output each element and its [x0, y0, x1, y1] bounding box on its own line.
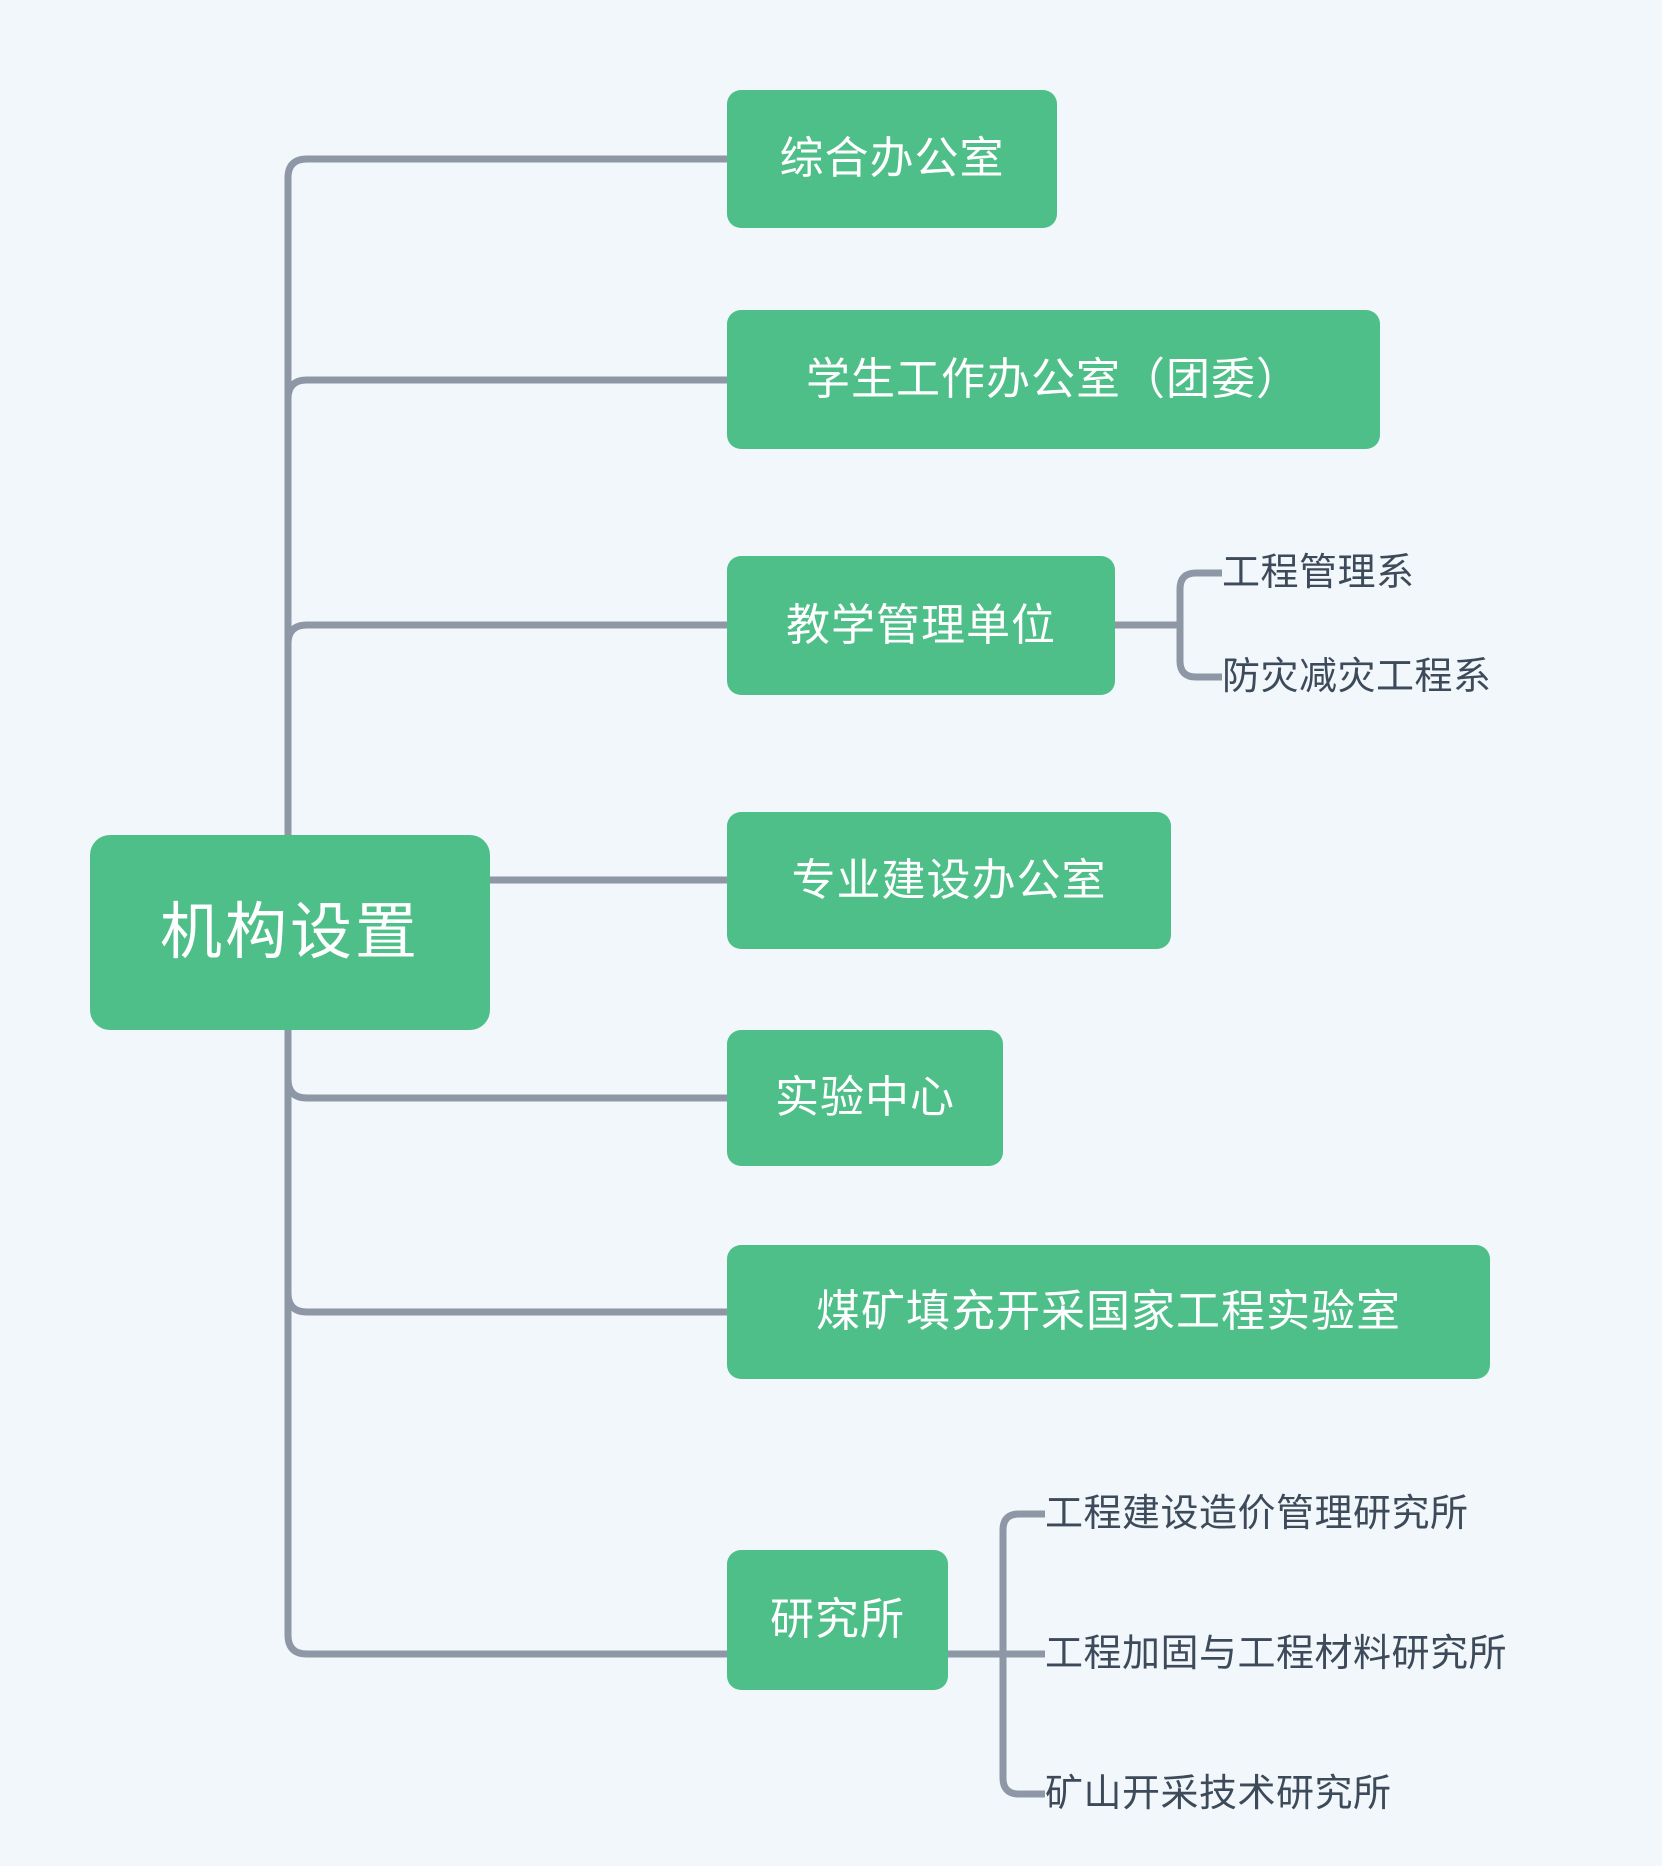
trunk-to-branch-2 [284, 376, 727, 400]
branch-node-jiaoxue-guanli-danwei[interactable]: 教学管理单位 [727, 556, 1115, 695]
trunk-to-branch-5 [284, 1078, 727, 1102]
leaf-node-label: 工程建设造价管理研究所 [1045, 1493, 1469, 1535]
branch-node-shiyan-zhongxin[interactable]: 实验中心 [727, 1030, 1003, 1166]
trunk-to-branch-6 [284, 1292, 727, 1316]
leaf-node-fangzai-jianzai-gongcheng-xi[interactable]: 防灾减灾工程系 [1222, 658, 1492, 696]
branch-node-label: 教学管理单位 [786, 600, 1056, 650]
trunk-to-branch-3 [284, 621, 727, 645]
root-node[interactable]: 机构设置 [90, 835, 490, 1030]
leaf-node-label: 矿山开采技术研究所 [1045, 1773, 1392, 1815]
leaf-node-label: 工程加固与工程材料研究所 [1045, 1633, 1508, 1675]
branch-node-label: 学生工作办公室（团委） [806, 354, 1301, 404]
branch-3-sub-1 [1176, 569, 1222, 590]
trunk-to-branch-7 [284, 1634, 727, 1658]
branch-node-zonghe-bangongshi[interactable]: 综合办公室 [727, 90, 1057, 228]
branch-node-label: 综合办公室 [779, 134, 1005, 183]
leaf-node-gongcheng-jianshe-zaojia-guanli-yanjiusuo[interactable]: 工程建设造价管理研究所 [1045, 1495, 1469, 1533]
branch-node-yanjiusuo[interactable]: 研究所 [727, 1550, 948, 1690]
trunk-to-branch-1 [284, 155, 727, 179]
branch-node-label: 研究所 [770, 1595, 905, 1644]
leaf-node-gongcheng-jiagu-yu-cailiao-yanjiusuo[interactable]: 工程加固与工程材料研究所 [1045, 1635, 1507, 1673]
branch-3-sub-2 [1176, 660, 1222, 681]
branch-node-meikuang-tianchong-shiyanshi[interactable]: 煤矿填充开采国家工程实验室 [727, 1245, 1490, 1379]
branch-node-zhuanye-jianshe-bangongshi[interactable]: 专业建设办公室 [727, 812, 1171, 949]
branch-7-sub-1 [999, 1510, 1045, 1531]
branch-node-xuesheng-gongzuo-bangongshi[interactable]: 学生工作办公室（团委） [727, 310, 1380, 449]
branch-node-label: 煤矿填充开采国家工程实验室 [816, 1287, 1401, 1336]
branch-node-label: 专业建设办公室 [791, 855, 1107, 905]
branch-7-sub-3 [999, 1777, 1045, 1798]
leaf-node-label: 防灾减灾工程系 [1222, 656, 1492, 698]
leaf-node-gongcheng-guanli-xi[interactable]: 工程管理系 [1222, 554, 1415, 592]
branch-node-label: 实验中心 [775, 1073, 955, 1122]
leaf-node-label: 工程管理系 [1222, 552, 1415, 594]
root-node-label: 机构设置 [159, 897, 420, 967]
leaf-node-kuangshan-kaicai-jishu-yanjiusuo[interactable]: 矿山开采技术研究所 [1045, 1775, 1392, 1813]
